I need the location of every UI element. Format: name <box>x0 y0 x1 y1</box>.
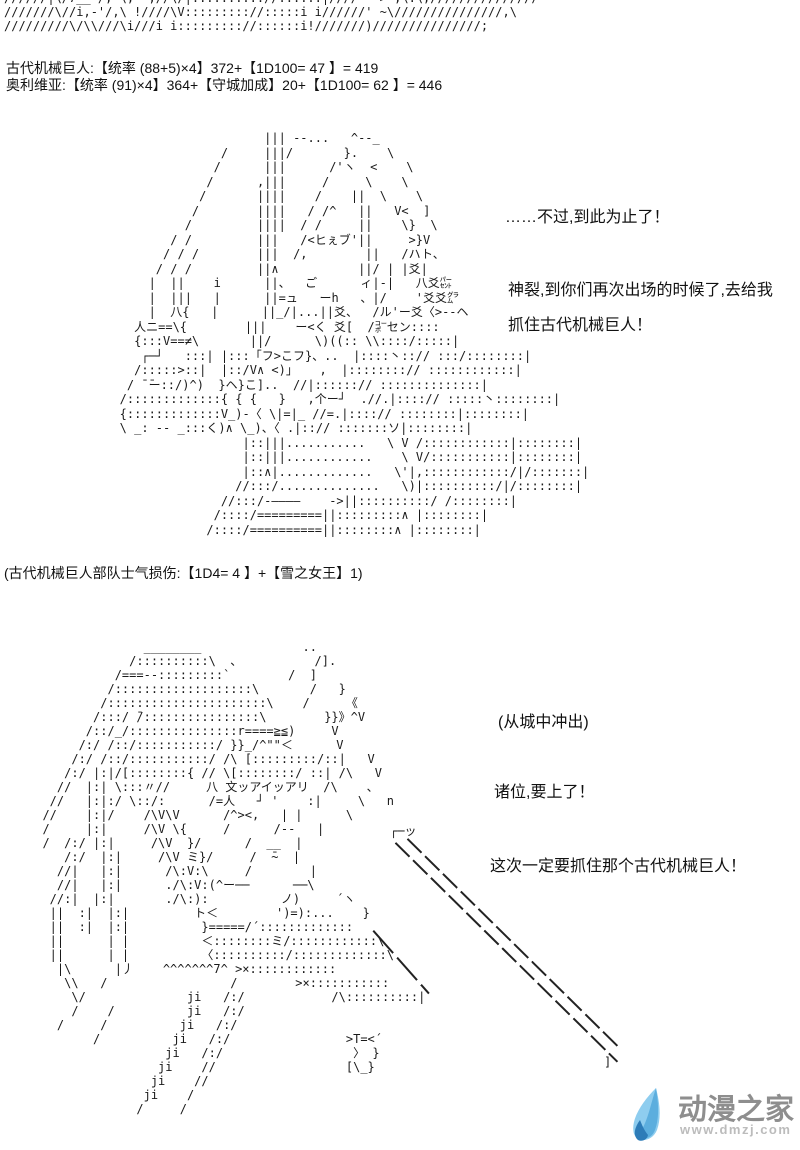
middle-caption: (古代机械巨人部队士气损伤:【1D4= 4 】+【雪之女王】1) <box>4 565 363 581</box>
lance-hilt-mark: ┌─ッ <box>390 824 417 838</box>
dialogue-mid-1: ……不过,到此为止了！ <box>505 209 670 226</box>
middle-ascii-art: ||| --... ^--_ / |||/ }. \ / ||| /'ヽ < \… <box>119 131 590 537</box>
stats-line1: 古代机械巨人:【统率 (88+5)×4】372+【1D100= 47 】= 41… <box>6 60 379 76</box>
dialogue-mid-2: 神裂,到你们再次出场的时候了,去给我 <box>508 282 773 299</box>
site-watermark: 动漫之家 www.dmzj.com <box>612 1084 800 1146</box>
top-ascii-art: //////|\/7__'/, \; ;//\/|:::::::::://:::… <box>4 0 539 33</box>
bottom-ascii-art: ________ .. /::::::::::\ 、 /]. /===--:::… <box>42 640 426 1116</box>
battle-stats: 古代机械巨人:【统率 (88+5)×4】372+【1D100= 47 】= 41… <box>6 60 442 94</box>
dialogue-mid-3: 抓住古代机械巨人！ <box>508 317 653 334</box>
stats-line2: 奥利维亚:【统率 (91)×4】364+【守城加成】20+【1D100= 62 … <box>6 77 443 93</box>
dialogue-bottom-1: (从城中冲出) <box>498 714 589 731</box>
site-url: www.dmzj.com <box>680 1122 792 1137</box>
dialogue-bottom-2: 诸位,要上了！ <box>494 784 595 801</box>
dialogue-bottom-3: 这次一定要抓住那个古代机械巨人！ <box>490 858 747 875</box>
site-name: 动漫之家 <box>678 1094 795 1126</box>
lance-tip-mark: ] <box>604 1055 612 1069</box>
dmzj-logo-icon <box>633 1088 660 1141</box>
